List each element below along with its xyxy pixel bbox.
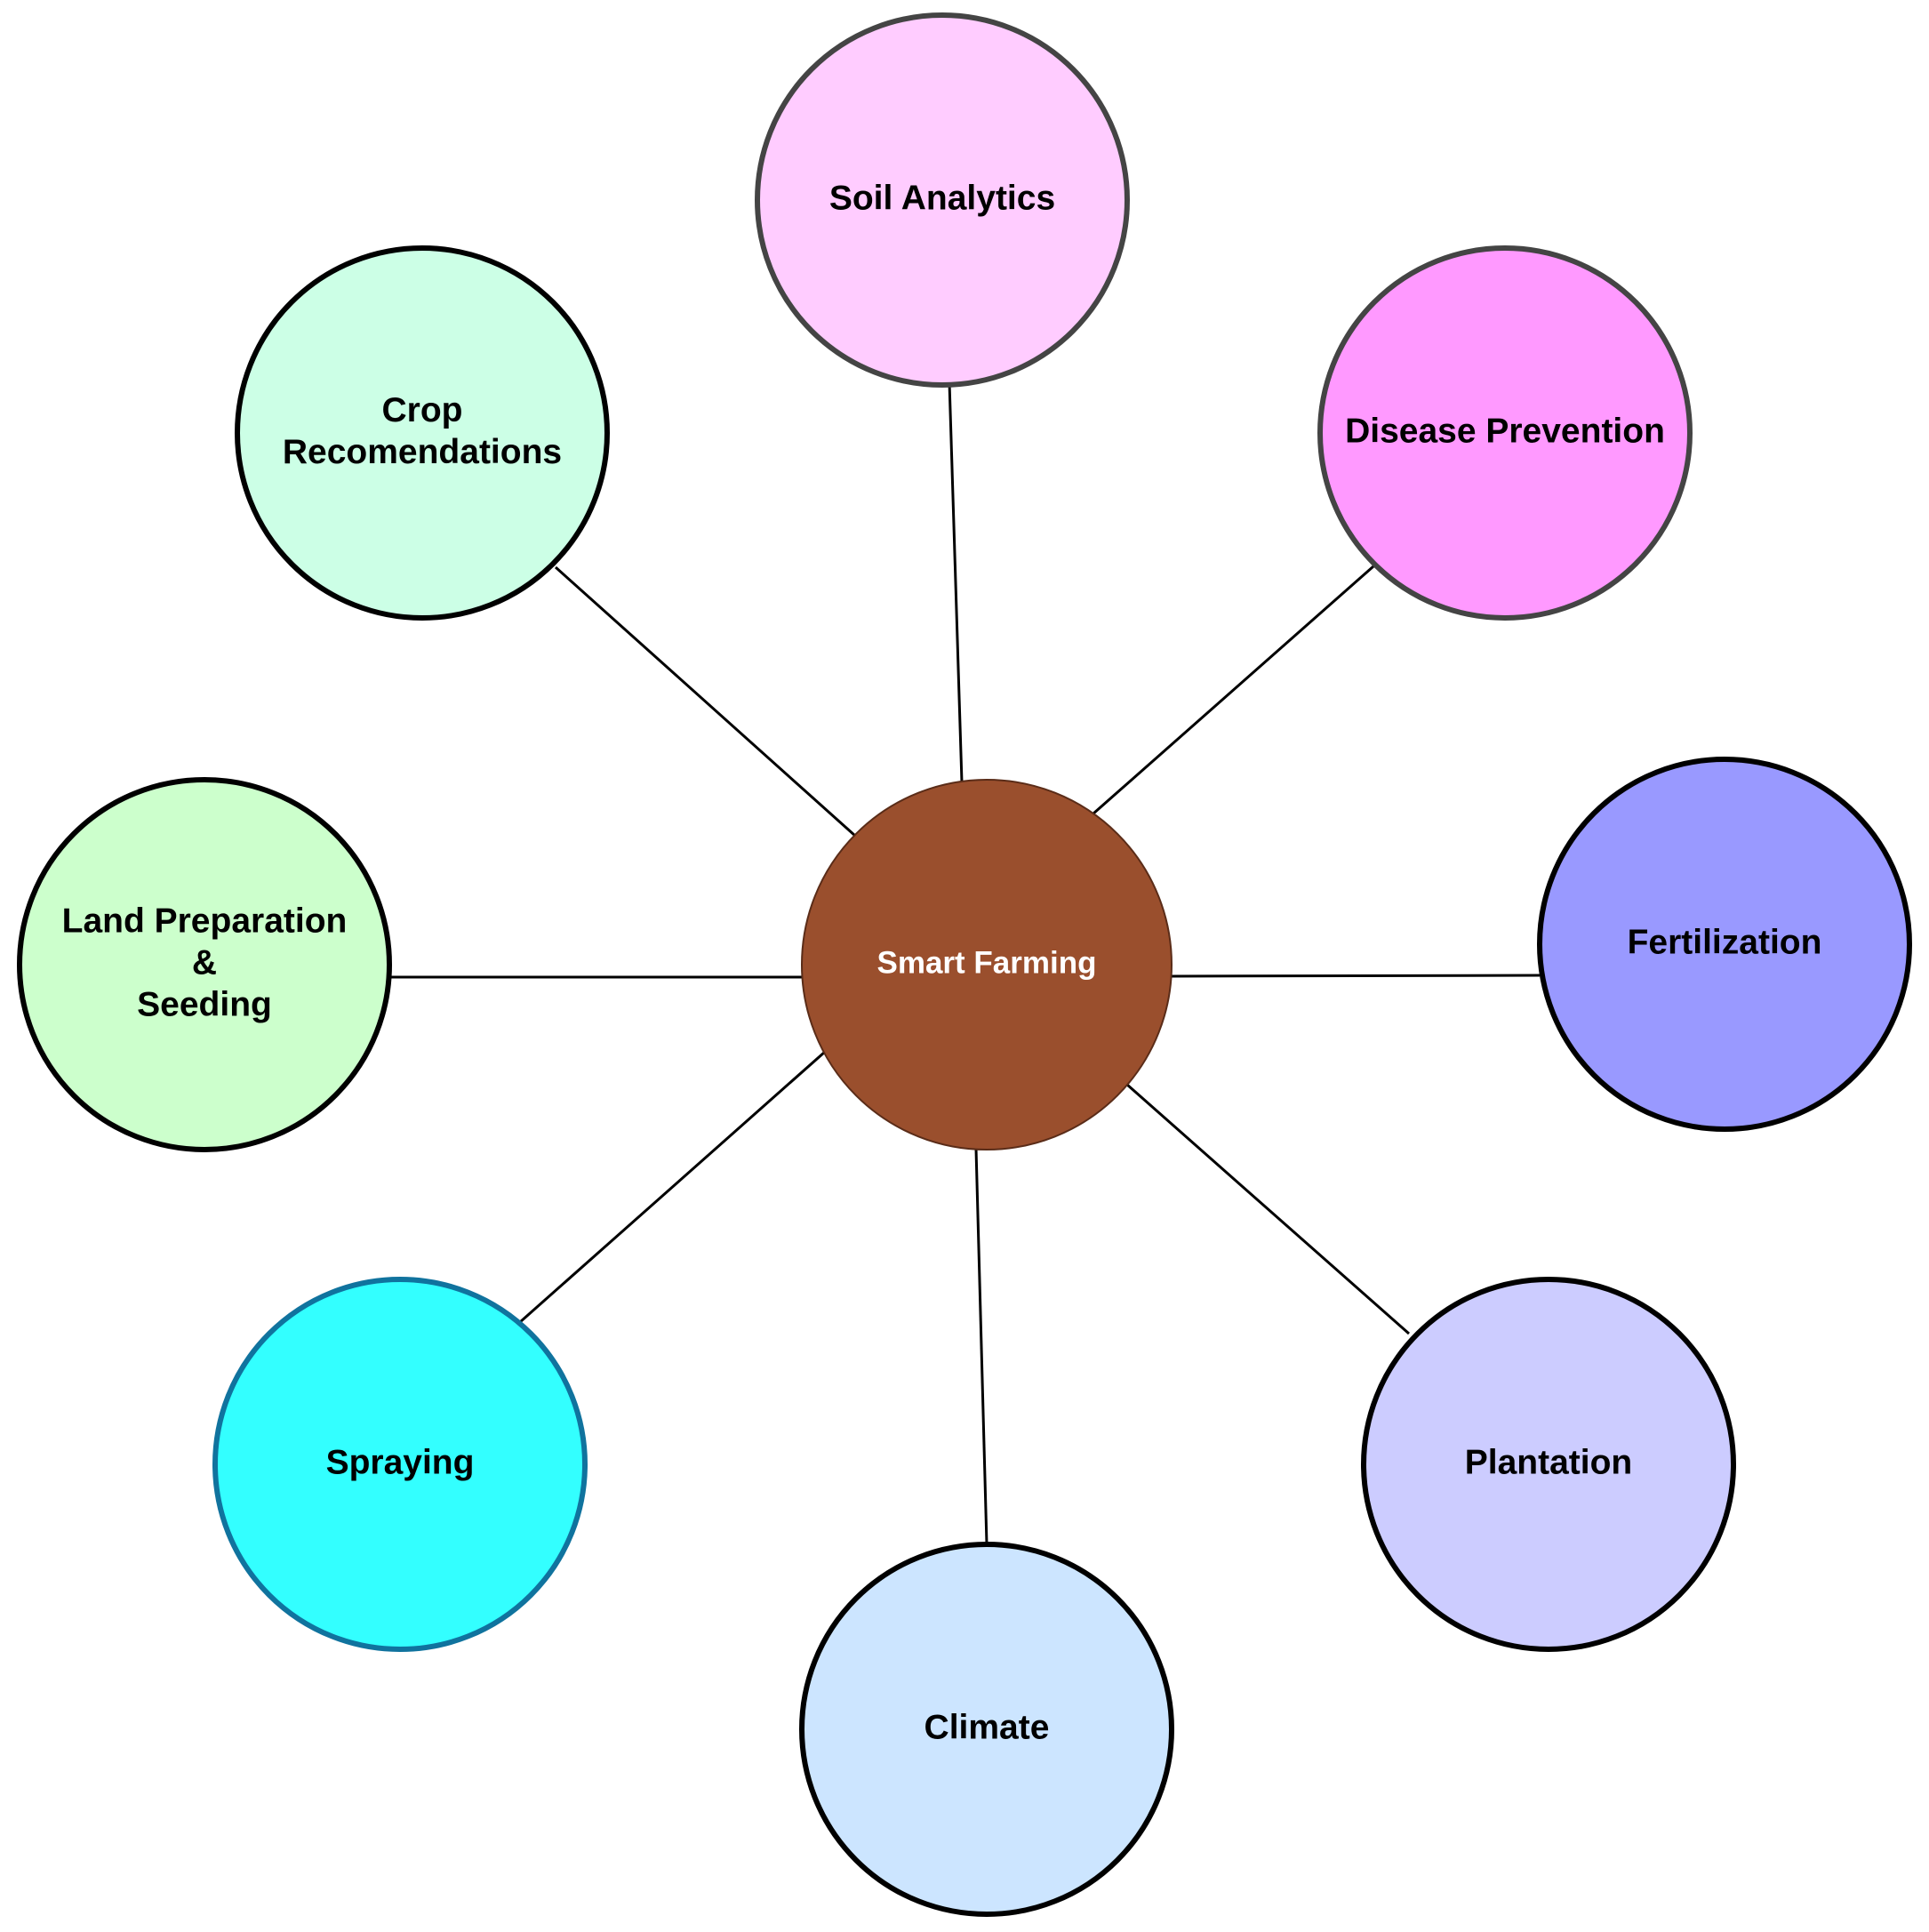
node-climate[interactable]: Climate: [799, 1542, 1174, 1917]
node-plantation[interactable]: Plantation: [1361, 1277, 1736, 1652]
node-label-land-preparation: &: [192, 943, 217, 982]
node-label-land-preparation: Seeding: [137, 985, 272, 1023]
node-circle-plantation: [1361, 1277, 1736, 1652]
node-land-preparation[interactable]: Land Preparation&Seeding: [17, 777, 392, 1152]
node-label-soil-analytics: Soil Analytics: [829, 179, 1055, 217]
hub-node[interactable]: Smart Farming: [801, 779, 1173, 1150]
node-label-spraying: Spraying: [326, 1443, 475, 1481]
node-circle-land-preparation: [17, 777, 392, 1152]
node-label-disease-prevention: Disease Prevention: [1345, 412, 1665, 450]
connector-soil-analytics: [948, 381, 964, 783]
connector-crop-recommendations: [554, 565, 857, 838]
connector-plantation: [1126, 1083, 1410, 1335]
node-label-land-preparation: Land Preparation: [62, 902, 348, 940]
node-circle-disease-prevention: [1317, 245, 1693, 621]
connector-spraying: [519, 1050, 826, 1324]
node-circle-spraying: [212, 1277, 588, 1652]
node-fertilization[interactable]: Fertilization: [1537, 757, 1912, 1132]
connector-disease-prevention: [1093, 565, 1374, 815]
node-circle-soil-analytics: [755, 12, 1130, 388]
node-label-fertilization: Fertilization: [1628, 923, 1822, 961]
node-disease-prevention[interactable]: Disease Prevention: [1317, 245, 1693, 621]
node-circle-crop-recommendations: [235, 245, 610, 621]
connector-fertilization: [1170, 974, 1541, 978]
node-spraying[interactable]: Spraying: [212, 1277, 588, 1652]
node-label-plantation: Plantation: [1465, 1443, 1633, 1481]
node-label-climate: Climate: [924, 1708, 1050, 1746]
node-circle-fertilization: [1537, 757, 1912, 1132]
hub-circle: [801, 779, 1173, 1150]
connector-climate: [974, 1148, 989, 1545]
node-label-crop-recommendations: Crop: [382, 391, 463, 429]
node-label-crop-recommendations: Recomendations: [283, 433, 562, 471]
node-soil-analytics[interactable]: Soil Analytics: [755, 12, 1130, 388]
hub-label: Smart Farming: [877, 945, 1097, 980]
node-circle-climate: [799, 1542, 1174, 1917]
